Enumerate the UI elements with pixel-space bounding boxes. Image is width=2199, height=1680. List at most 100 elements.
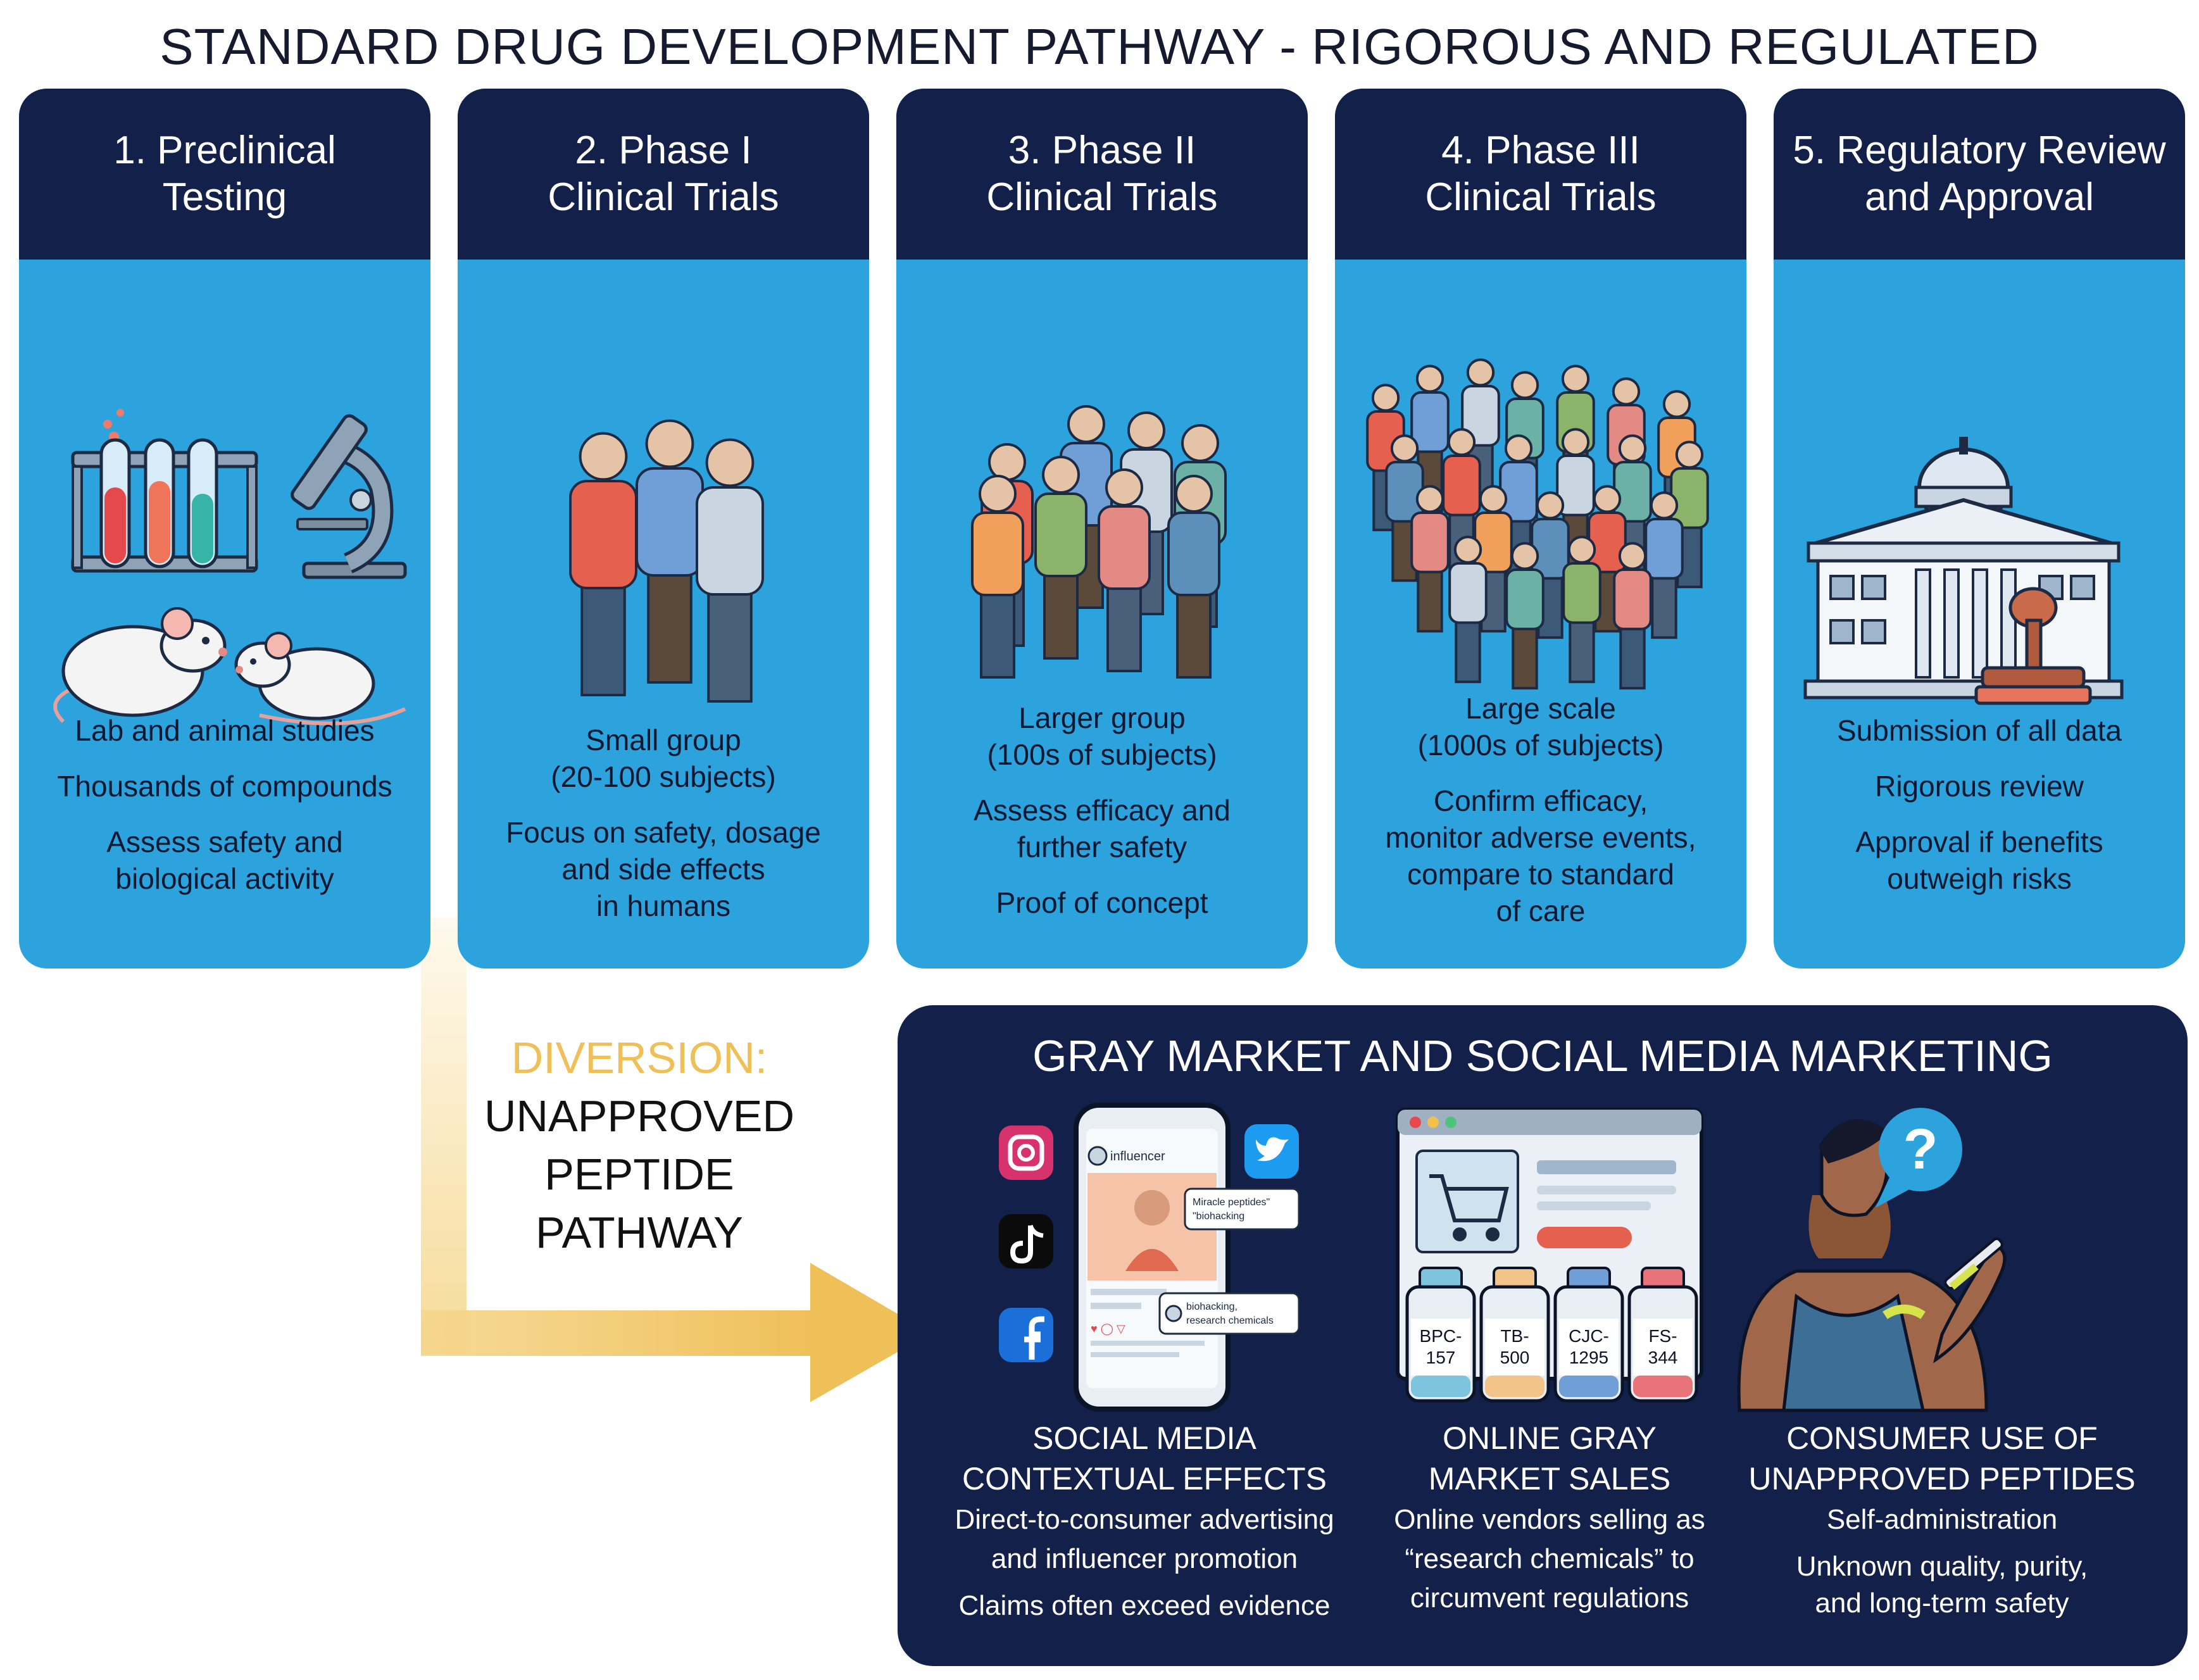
stage-item: Confirm efficacy, monitor adverse events… <box>1385 784 1696 927</box>
stage-phase-1: 2. Phase I Clinical Trials Small group (… <box>458 89 869 969</box>
vial-label: BPC- <box>1420 1326 1462 1346</box>
instagram-icon <box>999 1125 1053 1180</box>
gray-market-illustrations: influencer ♥ ◯ ▽ Miracle peptides" "bioh… <box>999 1103 1703 1412</box>
stage-item: Submission of all data <box>1836 714 2122 747</box>
small-group-icon <box>569 419 764 703</box>
stage-description: Submission of all data Rigorous review A… <box>1793 712 2166 916</box>
consumer-illustration: ? <box>1737 1108 2007 1412</box>
speech-bubble: Miracle peptides" "biohacking <box>1184 1188 1300 1231</box>
stage-header: 1. Preclinical Testing <box>19 89 430 260</box>
person-icon <box>1645 491 1684 639</box>
diversion-line: UNAPPROVED <box>484 1091 795 1141</box>
diversion-label: DIVERSION: UNAPPROVED PEPTIDE PATHWAY <box>468 1029 810 1262</box>
stage-item: Small group (20-100 subjects) <box>551 724 776 793</box>
stage-title-line: 5. Regulatory Review <box>1793 129 2166 172</box>
person-icon <box>636 419 704 684</box>
gray-market-panel: GRAY MARKET AND SOCIAL MEDIA MARKETING i… <box>898 1005 2188 1666</box>
column-note: Claims often exceed evidence <box>958 1590 1331 1621</box>
stage-item: Lab and animal studies <box>75 714 375 747</box>
twitter-icon <box>1244 1124 1299 1179</box>
vial-label: 1295 <box>1569 1348 1608 1367</box>
peptide-vial: TB- 500 <box>1479 1267 1550 1403</box>
stage-header: 5. Regulatory Review and Approval <box>1774 89 2185 260</box>
column-heading: CONSUMER USE OF UNAPPROVED PEPTIDES <box>1748 1420 2136 1496</box>
vial-label: CJC- <box>1569 1326 1609 1346</box>
diversion-line: PATHWAY <box>536 1208 743 1257</box>
mouse-icon <box>234 632 406 725</box>
test-tubes-icon <box>71 409 258 573</box>
person-icon <box>1034 456 1087 660</box>
page-title: STANDARD DRUG DEVELOPMENT PATHWAY - RIGO… <box>160 18 2039 75</box>
stage-title-line: Clinical Trials <box>548 175 779 219</box>
approval-stamp-icon <box>1974 587 2092 705</box>
tiktok-icon <box>999 1214 1053 1269</box>
stage-header: 4. Phase III Clinical Trials <box>1335 89 1746 260</box>
svg-text:♥ ◯ ▽: ♥ ◯ ▽ <box>1091 1322 1125 1336</box>
stage-title-line: Clinical Trials <box>986 175 1218 219</box>
facebook-icon <box>999 1308 1053 1362</box>
person-icon <box>1562 536 1601 684</box>
peptide-vial: CJC- 1295 <box>1553 1267 1624 1403</box>
column-body: Online vendors selling as “research chem… <box>1394 1504 1705 1614</box>
stage-header: 2. Phase I Clinical Trials <box>458 89 869 260</box>
stage-phase-3: 4. Phase III Clinical Trials Large scale… <box>1335 89 1746 969</box>
stage-header: 3. Phase II Clinical Trials <box>896 89 1308 260</box>
person-icon <box>696 438 764 703</box>
bubble-text: research chemicals <box>1186 1315 1274 1326</box>
person-injecting-icon <box>1737 1119 2007 1412</box>
vial-label: TB- <box>1500 1326 1529 1346</box>
larger-group-icon <box>971 405 1227 679</box>
stage-description: Larger group (100s of subjects) Assess e… <box>915 699 1289 940</box>
diversion-line: PEPTIDE <box>544 1150 734 1199</box>
preclinical-illustration <box>53 409 407 725</box>
person-icon <box>1098 468 1151 672</box>
stage-item: Rigorous review <box>1875 770 2084 803</box>
stage-item: Large scale (1000s of subjects) <box>1417 692 1664 762</box>
diversion-heading: DIVERSION: <box>511 1033 768 1082</box>
person-icon <box>1448 536 1488 684</box>
stage-preclinical: 1. Preclinical Testing <box>19 89 430 969</box>
bubble-text: "biohacking <box>1193 1211 1244 1222</box>
stage-description: Lab and animal studies Thousands of comp… <box>38 712 411 916</box>
shopping-cart-icon <box>1429 1174 1509 1241</box>
stage-title-line: 3. Phase II <box>1008 129 1196 172</box>
stage-item: Assess safety and biological activity <box>106 825 343 895</box>
column-body: Self-administration <box>1826 1504 2058 1535</box>
stage-description: Large scale (1000s of subjects) Confirm … <box>1354 690 1727 948</box>
person-icon <box>971 475 1024 679</box>
stage-title-line: Testing <box>162 175 287 219</box>
question-bubble-icon: ? <box>1876 1108 1962 1208</box>
column-heading: SOCIAL MEDIA CONTEXTUAL EFFECTS <box>962 1420 1327 1496</box>
bubble-text: Miracle peptides" <box>1193 1197 1270 1208</box>
gray-market-title: GRAY MARKET AND SOCIAL MEDIA MARKETING <box>1032 1031 2053 1081</box>
stage-item: Thousands of compounds <box>57 770 392 803</box>
vial-label: 344 <box>1648 1348 1678 1367</box>
person-icon <box>1531 491 1570 639</box>
stage-title-line: 1. Preclinical <box>113 129 336 172</box>
person-icon <box>1613 542 1652 690</box>
mouse-icon <box>53 607 227 724</box>
stage-regulatory-review: 5. Regulatory Review and Approval <box>1774 89 2185 969</box>
social-media-column: SOCIAL MEDIA CONTEXTUAL EFFECTS Direct-t… <box>948 1418 1341 1624</box>
microscope-icon <box>291 414 407 579</box>
vial-label: 157 <box>1426 1348 1456 1367</box>
phone-username: influencer <box>1110 1150 1165 1163</box>
stage-item: Proof of concept <box>996 886 1208 919</box>
stage-description: Small group (20-100 subjects) Focus on s… <box>477 722 850 943</box>
speech-bubble: biohacking, research chemicals <box>1158 1292 1300 1335</box>
stage-phase-2: 3. Phase II Clinical Trials Larger group… <box>896 89 1308 969</box>
regulatory-illustration <box>1803 437 2124 705</box>
gray-market-sales-column: ONLINE GRAY MARKET SALES Online vendors … <box>1353 1418 1746 1618</box>
vial-label: FS- <box>1648 1326 1677 1346</box>
bubble-text: biohacking, <box>1186 1301 1237 1312</box>
stage-title-line: and Approval <box>1865 175 2094 219</box>
consumer-use-column: CONSUMER USE OF UNAPPROVED PEPTIDES Self… <box>1746 1418 2138 1622</box>
crowd-icon <box>1366 358 1709 690</box>
column-note: Unknown quality, purity, and long-term s… <box>1796 1551 2088 1619</box>
stage-item: Larger group (100s of subjects) <box>987 701 1217 771</box>
peptide-vials: BPC- 157 TB- 500 CJC- 1295 FS- 344 <box>1405 1267 1698 1403</box>
column-body: Direct-to-consumer advertising and influ… <box>955 1504 1334 1574</box>
vial-label: 500 <box>1500 1348 1530 1367</box>
person-icon <box>1167 475 1220 679</box>
